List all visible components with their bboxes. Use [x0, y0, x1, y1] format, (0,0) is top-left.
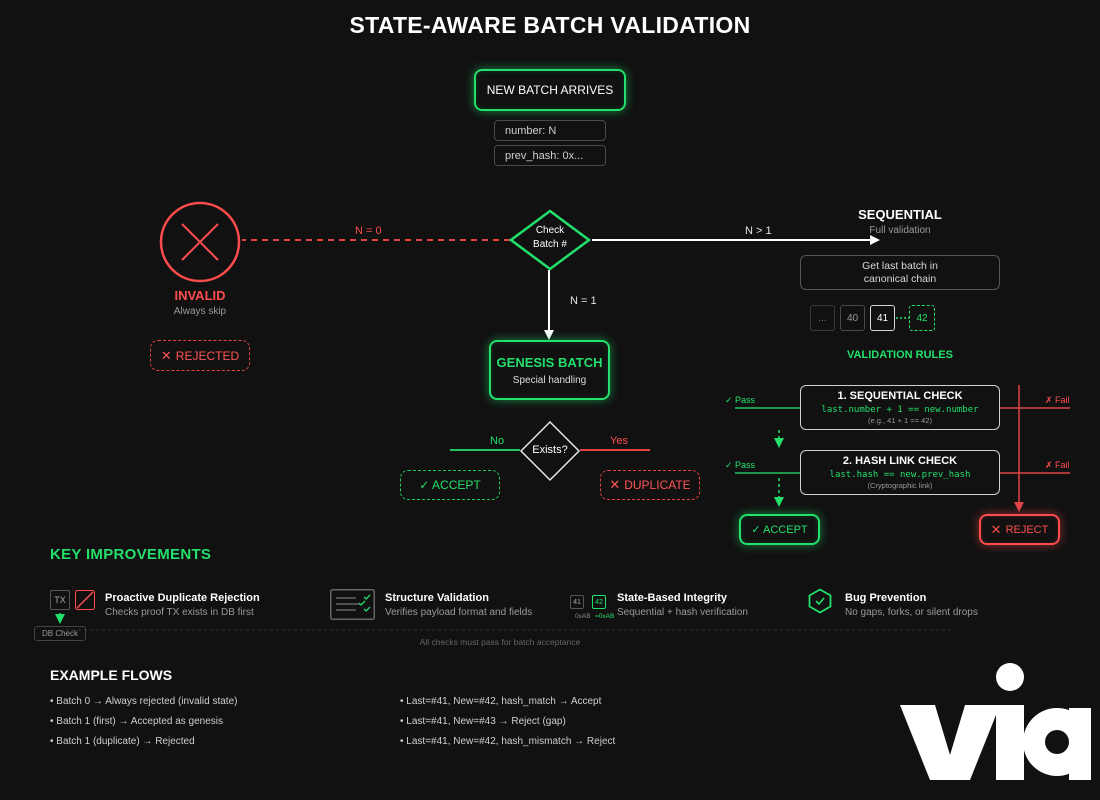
- key-improvements-heading: KEY IMPROVEMENTS: [50, 546, 212, 563]
- edge-label-ngt1: N > 1: [745, 225, 772, 237]
- genesis-sub: Special handling: [512, 374, 587, 386]
- edge-label-pass2: ✓ Pass: [725, 460, 756, 470]
- improvements-footnote: All checks must pass for batch acceptanc…: [419, 637, 581, 647]
- rule-sequential-check: 1. SEQUENTIAL CHECK last.number + 1 == n…: [800, 385, 1000, 430]
- sequential-reject-node: ✕ REJECT: [979, 514, 1060, 545]
- chain-block-new: 42: [909, 305, 935, 331]
- edge-label-n1: N = 1: [570, 295, 597, 307]
- hash-a-label: 0xAB: [575, 613, 591, 620]
- chain-block: 40: [840, 305, 865, 331]
- edge-label-n0: N = 0: [355, 225, 382, 237]
- tx-icon: TX: [50, 590, 70, 610]
- genesis-title: GENESIS BATCH: [496, 354, 603, 370]
- exists-label: Exists?: [532, 444, 568, 456]
- get-last-batch-node: Get last batch in canonical chain: [800, 255, 1000, 290]
- improvement-item: Structure Validation Verifies payload fo…: [385, 592, 533, 618]
- decision-line2: Batch #: [533, 239, 567, 250]
- sequential-accept-node: ✓ ACCEPT: [739, 514, 820, 545]
- new-batch-node: NEW BATCH ARRIVES: [474, 69, 626, 111]
- flow-item: • Batch 0 → Always rejected (invalid sta…: [50, 696, 238, 707]
- flow-item: • Last=#41, New=#42, hash_mismatch → Rej…: [400, 736, 616, 747]
- decision-line1: Check: [535, 225, 565, 236]
- edge-label-fail1: ✗ Fail: [1045, 395, 1070, 405]
- improvement-item: Bug Prevention No gaps, forks, or silent…: [845, 592, 978, 618]
- x-icon: ✕: [990, 521, 1002, 537]
- new-batch-label: NEW BATCH ARRIVES: [486, 83, 614, 97]
- validation-rules-title: VALIDATION RULES: [847, 349, 953, 361]
- improvement-item: State-Based Integrity Sequential + hash …: [617, 592, 748, 618]
- diamond-shape: [508, 209, 592, 271]
- tx-crossed-icon: [75, 590, 95, 610]
- flow-item: • Last=#41, New=#42, hash_match → Accept: [400, 696, 602, 707]
- flow-item: • Batch 1 (duplicate) → Rejected: [50, 736, 195, 747]
- improvement-item: Proactive Duplicate Rejection Checks pro…: [105, 592, 260, 618]
- edge-label-fail2: ✗ Fail: [1045, 460, 1070, 470]
- edge-label-no: No: [490, 435, 505, 447]
- genesis-accept-badge: ✓ ACCEPT: [400, 470, 500, 500]
- field-prev-hash: prev_hash: 0x...: [494, 145, 606, 166]
- invalid-title: INVALID: [174, 288, 226, 303]
- edge-label-pass1: ✓ Pass: [725, 395, 756, 405]
- diamond-shape: [519, 420, 581, 482]
- field-number: number: N: [494, 120, 606, 141]
- flow-item: • Last=#41, New=#43 → Reject (gap): [400, 716, 566, 727]
- invalid-sub: Always skip: [173, 306, 227, 317]
- x-circle-icon: [159, 201, 241, 283]
- chain-block-last: 41: [870, 305, 895, 331]
- rule-hash-link-check: 2. HASH LINK CHECK last.hash == new.prev…: [800, 450, 1000, 495]
- duplicate-badge: ✕ DUPLICATE: [600, 470, 700, 500]
- page-title: STATE-AWARE BATCH VALIDATION: [349, 12, 751, 38]
- x-icon: ✕: [160, 347, 172, 363]
- x-icon: ✕: [609, 477, 621, 492]
- flow-item: • Batch 1 (first) → Accepted as genesis: [50, 716, 224, 727]
- block-41-icon: 41: [570, 595, 584, 609]
- sequential-title: SEQUENTIAL: [858, 207, 942, 222]
- shield-check-icon: [808, 588, 832, 614]
- sequential-sub: Full validation: [869, 225, 931, 236]
- genesis-node: GENESIS BATCH Special handling: [489, 340, 610, 400]
- chain-block: ...: [810, 305, 835, 331]
- rejected-badge: ✕ REJECTED: [150, 340, 250, 371]
- via-logo: [895, 660, 1095, 785]
- checklist-icon: [330, 589, 375, 620]
- block-42-icon: 42: [592, 595, 606, 609]
- edge-label-yes: Yes: [610, 435, 628, 447]
- db-check-badge: DB Check: [34, 626, 86, 641]
- example-flows-heading: EXAMPLE FLOWS: [50, 667, 173, 683]
- check-batch-decision: Check Batch #: [508, 209, 592, 271]
- exists-decision: Exists?: [519, 420, 581, 482]
- hash-b-label: =0xAB: [595, 613, 615, 620]
- invalid-node: [158, 200, 242, 284]
